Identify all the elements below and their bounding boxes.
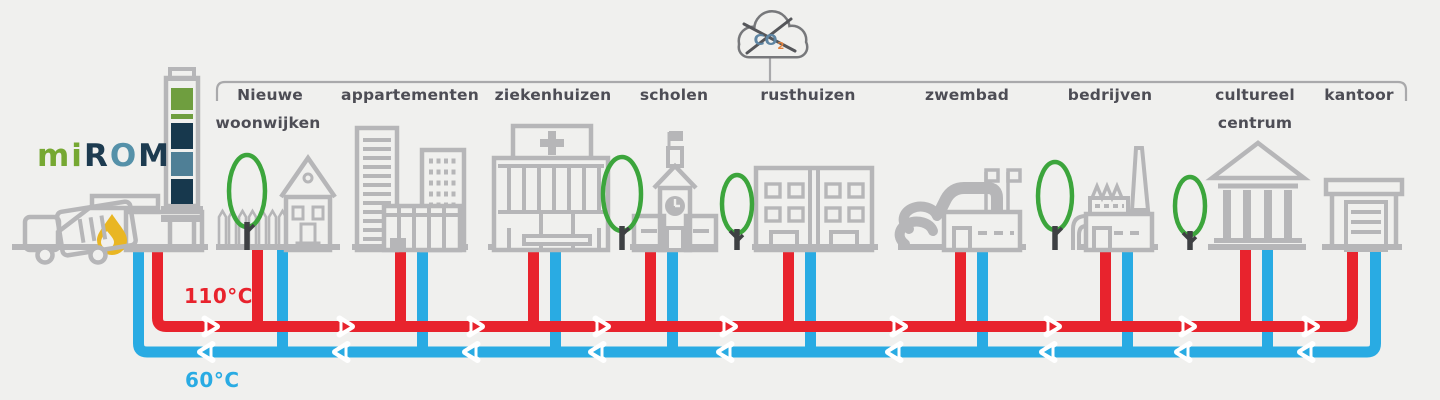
heating-network-pipes — [133, 245, 1381, 360]
label-ziekenhuizen: ziekenhuizen — [494, 86, 612, 104]
house-with-fence-icon — [217, 154, 337, 253]
logo-letter: R — [83, 138, 110, 174]
mirom-logo: miROM — [37, 141, 171, 172]
label-bedrijven: bedrijven — [1067, 86, 1153, 104]
co2-label: CO2 — [753, 31, 785, 52]
supply-temperature-label: 110°C — [184, 284, 253, 308]
label-rusthuizen: rusthuizen — [760, 86, 856, 104]
label-zwembad: zwembad — [924, 86, 1010, 104]
label-scholen: scholen — [639, 86, 709, 104]
waste-truck-icon — [22, 199, 138, 265]
incinerator-plant — [22, 67, 205, 265]
label-nieuwe-woonwijken-line2: woonwijken — [215, 114, 321, 132]
school-icon — [631, 131, 719, 253]
tree-icon — [1172, 174, 1208, 250]
office-icon — [1323, 177, 1405, 252]
hospital-icon — [491, 123, 611, 253]
supply-pipe — [152, 245, 1358, 332]
label-kantoor: kantoor — [1324, 86, 1394, 104]
label-cultureel-centrum-line1: cultureel — [1215, 86, 1295, 104]
consumer-icons — [217, 123, 1405, 253]
apartment-towers-icon — [354, 125, 467, 253]
logo-letter: mi — [37, 138, 84, 174]
retirement-home-icon — [753, 165, 875, 253]
label-appartementen: appartementen — [341, 86, 479, 104]
tree-icon — [719, 172, 755, 250]
cultural-center-icon — [1205, 140, 1311, 250]
chimney-icon — [161, 67, 203, 250]
logo-letter: O — [109, 138, 139, 174]
factory-icon — [1071, 146, 1155, 253]
connector-bracket — [215, 55, 1408, 101]
trees — [226, 152, 1208, 250]
logo-letter: M — [138, 138, 172, 174]
tree-icon — [1035, 159, 1075, 250]
return-temperature-label: 60°C — [185, 368, 240, 392]
tree-icon — [226, 152, 268, 250]
crossed-out-icon — [742, 17, 797, 55]
label-cultureel-centrum-line2: centrum — [1217, 114, 1293, 132]
swimming-pool-icon — [894, 168, 1023, 253]
label-nieuwe-woonwijken-line1: Nieuwe — [237, 86, 303, 104]
no-co2-cloud-icon — [737, 10, 809, 59]
return-pipe-drops — [277, 245, 1273, 352]
return-pipe — [133, 245, 1381, 358]
tree-icon — [600, 154, 644, 250]
